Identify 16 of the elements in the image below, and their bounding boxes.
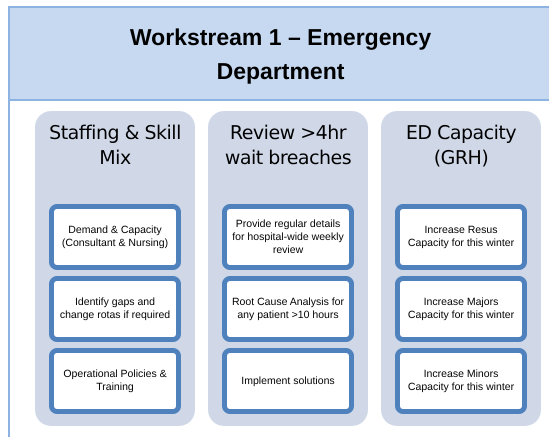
task-box: Demand & Capacity (Consultant & Nursing): [49, 204, 181, 270]
column-heading: Staffing & Skill Mix: [48, 121, 182, 171]
task-box: Increase Majors Capacity for this winter: [395, 276, 527, 342]
column-heading: ED Capacity (GRH): [404, 121, 518, 171]
column-panel: [381, 111, 541, 426]
task-box: Operational Policies & Training: [49, 348, 181, 414]
task-box: Implement solutions: [222, 348, 354, 414]
task-box: Provide regular details for hospital-wide weekly review: [222, 204, 354, 270]
column-panel: [35, 111, 195, 426]
task-box: Increase Resus Capacity for this winter: [395, 204, 527, 270]
task-box: Increase Minors Capacity for this winter: [395, 348, 527, 414]
task-box: Identify gaps and change rotas if required: [49, 276, 181, 342]
title: Workstream 1 – Emergency Department: [128, 22, 432, 86]
column-panel: [208, 111, 368, 426]
task-box: Root Cause Analysis for any patient >10 hours: [222, 276, 354, 342]
column-heading: Review >4hr wait breaches: [224, 121, 352, 171]
